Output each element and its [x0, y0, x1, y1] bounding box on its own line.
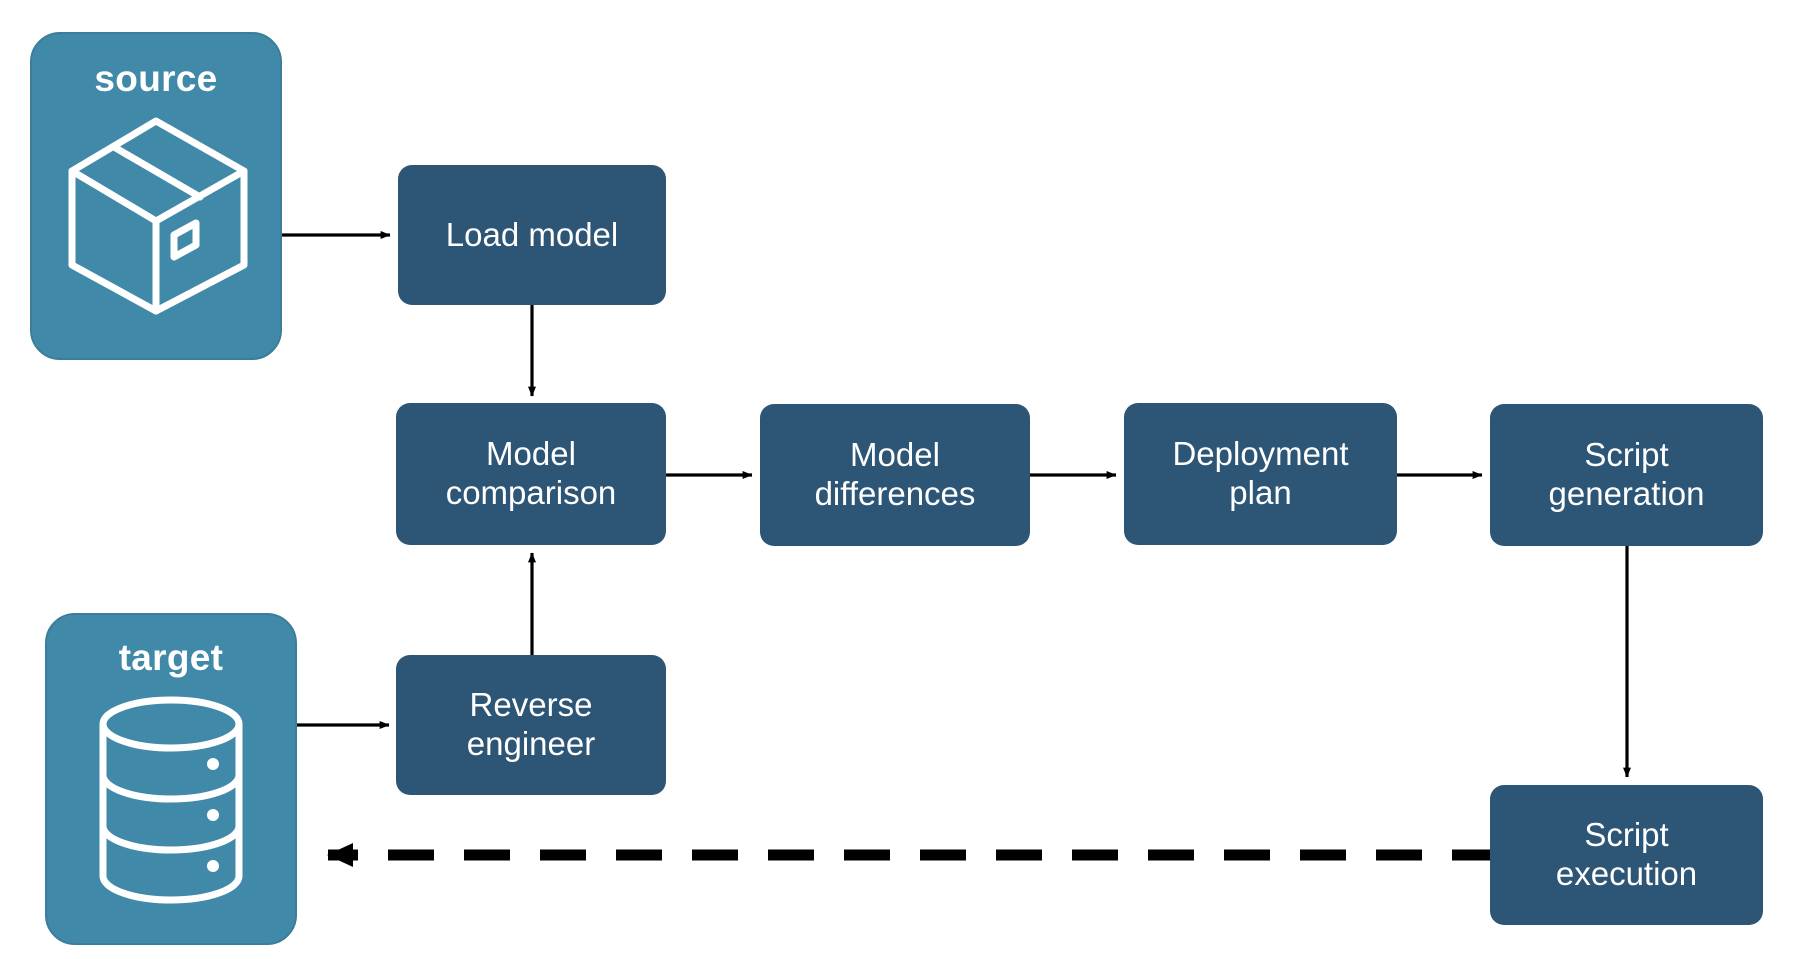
- node-deployment-plan-label: Deployment plan: [1172, 435, 1349, 511]
- package-box-icon: [62, 115, 250, 320]
- node-model-comparison[interactable]: Model comparison: [396, 403, 666, 545]
- node-script-generation[interactable]: Script generation: [1490, 404, 1763, 546]
- node-model-comparison-label: Model comparison: [445, 435, 617, 511]
- node-script-generation-label: Script generation: [1548, 436, 1705, 512]
- node-model-differences-label: Model differences: [814, 436, 976, 512]
- endpoint-source-label: source: [94, 58, 218, 99]
- node-deployment-plan[interactable]: Deployment plan: [1124, 403, 1397, 545]
- endpoint-source[interactable]: source: [30, 32, 282, 360]
- endpoint-target[interactable]: target: [45, 613, 297, 945]
- node-model-differences[interactable]: Model differences: [760, 404, 1030, 546]
- node-script-execution-label: Script execution: [1555, 816, 1698, 892]
- node-load-model[interactable]: Load model: [398, 165, 666, 305]
- node-reverse-engineer-label: Reverse engineer: [466, 686, 596, 762]
- node-load-model-label: Load model: [445, 215, 619, 253]
- database-cylinder-icon: [91, 696, 251, 909]
- node-script-execution[interactable]: Script execution: [1490, 785, 1763, 925]
- node-reverse-engineer[interactable]: Reverse engineer: [396, 655, 666, 795]
- endpoint-target-label: target: [118, 637, 224, 678]
